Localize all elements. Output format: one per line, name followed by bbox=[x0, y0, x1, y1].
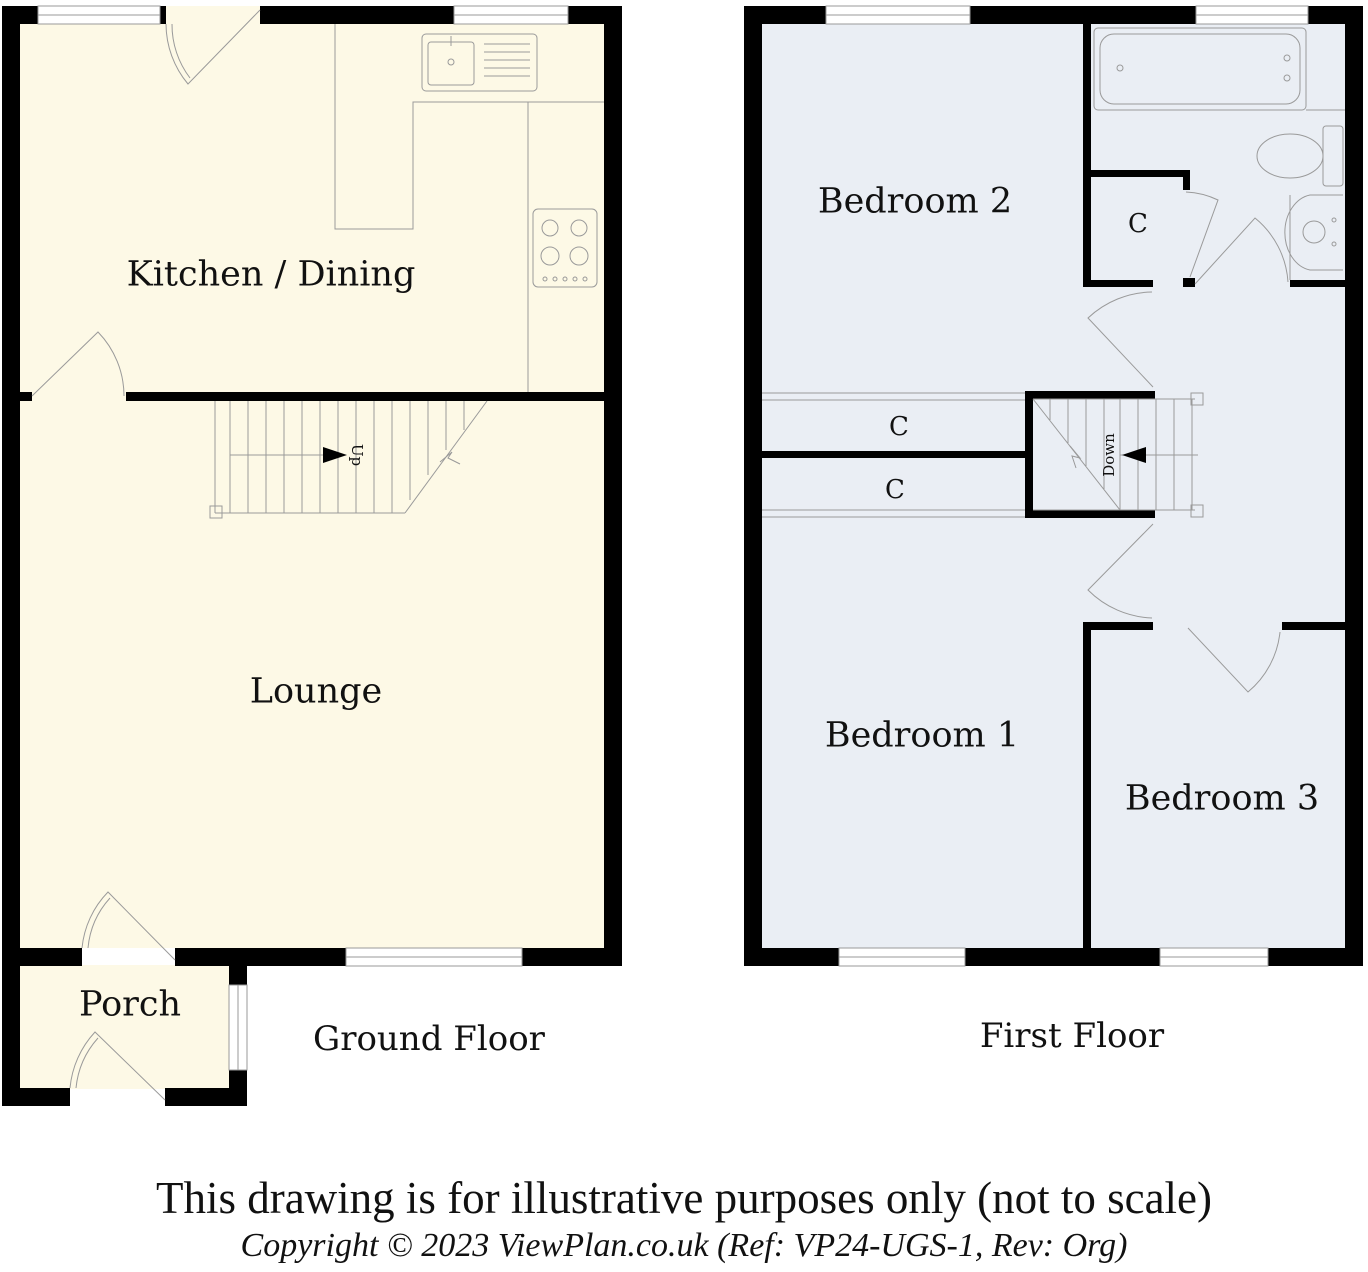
porch-fill bbox=[20, 965, 230, 1089]
first-stairs: Down bbox=[1032, 392, 1204, 518]
first-floor-plan: Down Bedroom 2 C C C Bedroom 1 Bedroom 3… bbox=[744, 5, 1363, 1056]
stairs-down-label: Down bbox=[1100, 433, 1118, 477]
ground-stairs: Up bbox=[209, 400, 488, 519]
room-label-kitchen-dining: Kitchen / Dining bbox=[127, 255, 416, 295]
room-label-cupboard-lower: C bbox=[885, 475, 905, 505]
floor-plan-drawing: Up Kitchen / Dining Lounge Porch Ground … bbox=[2, 5, 1363, 1106]
stairs-up-label: Up bbox=[348, 444, 366, 466]
floor-title-ground: Ground Floor bbox=[313, 1019, 546, 1059]
copyright-text: Copyright © 2023 ViewPlan.co.uk (Ref: VP… bbox=[240, 1227, 1128, 1264]
room-label-porch: Porch bbox=[79, 985, 181, 1025]
stair-arrow-down-icon bbox=[1122, 447, 1146, 463]
stair-arrow-up-icon bbox=[323, 447, 347, 463]
room-label-cupboard-bathroom: C bbox=[1128, 209, 1148, 239]
room-label-bedroom-2: Bedroom 2 bbox=[818, 182, 1012, 222]
room-label-cupboard-upper: C bbox=[889, 412, 909, 442]
room-label-lounge: Lounge bbox=[250, 672, 383, 712]
room-label-bedroom-3: Bedroom 3 bbox=[1125, 779, 1319, 819]
floor-title-first: First Floor bbox=[980, 1016, 1165, 1056]
first-floor-fill bbox=[762, 24, 1345, 948]
ground-floor-fill bbox=[20, 24, 604, 948]
ground-floor-plan: Up Kitchen / Dining Lounge Porch Ground … bbox=[2, 5, 622, 1106]
room-label-bedroom-1: Bedroom 1 bbox=[825, 716, 1019, 756]
disclaimer-text: This drawing is for illustrative purpose… bbox=[155, 1173, 1213, 1223]
